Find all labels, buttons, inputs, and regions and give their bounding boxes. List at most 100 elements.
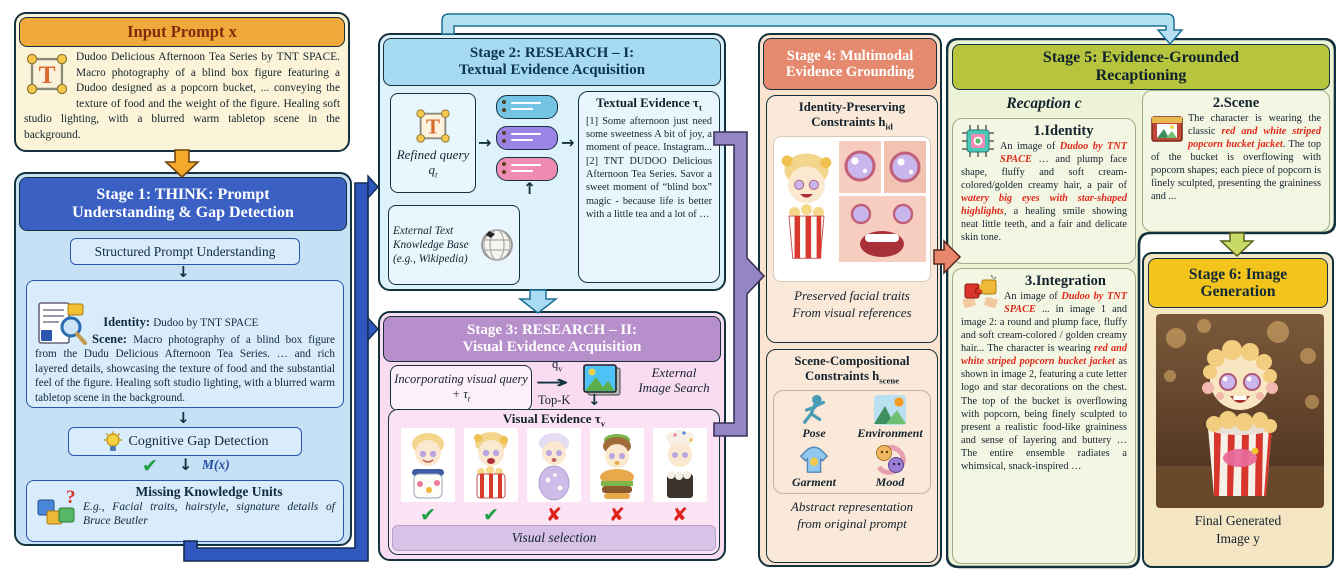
- stage6-panel: Stage 6: Image Generation Fi: [1142, 252, 1334, 568]
- svg-text:T: T: [426, 114, 440, 138]
- knowledge-base-box: External Text Knowledge Base (e.g., Wiki…: [388, 205, 520, 285]
- missing-knowledge-body: E.g., Facial traits, hairstyle, signatur…: [83, 500, 335, 528]
- identity-constraints-box: Identity-Preserving Constraints hid: [766, 95, 938, 343]
- stage5-title: Stage 5: Evidence-Grounded Recaptioning: [1042, 49, 1240, 84]
- stage2-panel: Stage 2: RESEARCH – I: Textual Evidence …: [378, 33, 726, 291]
- stage5-panel: Stage 5: Evidence-Grounded Recaptioning …: [946, 38, 1336, 569]
- mx-label: M(x): [202, 457, 230, 472]
- environment-item: Environment: [852, 394, 928, 441]
- svg-text:T: T: [39, 61, 56, 89]
- arrowhead-into-stage2: [367, 174, 379, 200]
- final-generated-image: [1156, 314, 1324, 508]
- mood-icon: [876, 444, 906, 475]
- stage2-title: Stage 2: RESEARCH – I: Textual Evidence …: [458, 45, 646, 78]
- recaption-scene-title: 2.Scene: [1212, 95, 1260, 111]
- image-search-icon: [583, 364, 621, 396]
- identity-constraints-title: Identity-Preserving Constraints hid: [798, 100, 906, 132]
- knowledge-base-label: External Text Knowledge Base (e.g., Wiki…: [393, 224, 469, 266]
- recaption-integration-body: An image of Dudoo by TNT SPACE ... in im…: [961, 291, 1128, 472]
- visual-evidence-box: Visual Evidence τv: [388, 409, 720, 555]
- eye-closeup-image: [884, 140, 926, 193]
- arrowhead-into-stage3: [367, 316, 379, 342]
- stage3-header: Stage 3: RESEARCH – II: Visual Evidence …: [383, 316, 721, 362]
- stage4-header: Stage 4: Multimodal Evidence Grounding: [763, 38, 937, 90]
- arrow-down-icon: ↓: [588, 391, 601, 409]
- stage3-title: Stage 3: RESEARCH – II: Visual Evidence …: [462, 322, 642, 355]
- missing-knowledge-box: ? Missing Knowledge Units E.g., Facial t…: [26, 480, 344, 542]
- input-prompt-title: Input Prompt x: [127, 21, 237, 41]
- scene-constraints-box: Scene-Compositional Constraints hscene P…: [766, 349, 938, 563]
- check-icon: ✔: [142, 455, 158, 477]
- arrow-down-icon: ↓: [177, 409, 190, 427]
- visual-evidence-title: Visual Evidence τv: [502, 411, 606, 429]
- cognitive-gap-detection-box: Cognitive Gap Detection: [68, 427, 302, 456]
- text-prompt-icon: T: [416, 109, 450, 143]
- structured-prompt-understanding-box: Structured Prompt Understanding: [70, 238, 300, 265]
- identity-constraints-caption: Preserved facial traits From visual refe…: [792, 287, 912, 320]
- arrow-right-icon: →: [535, 373, 570, 393]
- topk-label: Top-K: [538, 393, 571, 407]
- prompt-understanding-result-box: Identity: Dudoo by TNT SPACE Scene: Macr…: [26, 280, 344, 408]
- mood-item: Mood: [852, 443, 928, 490]
- recaption-label: Recaption c: [1006, 95, 1082, 112]
- qv-label: qv: [552, 357, 563, 374]
- stacked-documents-icon: [496, 95, 558, 181]
- figure-in-burger: [590, 428, 644, 502]
- arrow-down-icon: ↓: [177, 263, 190, 281]
- stage4-title: Stage 4: Multimodal Evidence Grounding: [785, 47, 915, 80]
- recaption-integration-title: 3.Integration: [1025, 273, 1106, 289]
- pose-icon: [802, 394, 826, 424]
- scene-constraints-caption: Abstract representation from original pr…: [790, 498, 914, 531]
- refined-query-box: T Refined query qt: [390, 93, 476, 193]
- stage6-title: Stage 6: Image Generation: [1188, 265, 1288, 300]
- text-prompt-icon: T: [26, 53, 68, 95]
- visual-selection-marks: ✔ ✔ ✘ ✘ ✘: [389, 504, 719, 526]
- garment-item: Garment: [776, 443, 852, 490]
- figure-with-popcorn-bucket: [464, 428, 518, 502]
- stage1-title: Stage 1: THINK: Prompt Understanding & G…: [72, 186, 294, 221]
- input-prompt-panel: Input Prompt x T Dudoo Delicious Afterno…: [14, 12, 350, 152]
- smile-closeup-image: [839, 195, 926, 262]
- refined-query-label: Refined query qt: [396, 146, 470, 180]
- pose-item: Pose: [776, 394, 852, 441]
- puzzle-question-icon: ?: [37, 487, 76, 525]
- arrow-right-icon: →: [561, 133, 575, 152]
- eye-closeup-image: [839, 140, 881, 193]
- selection-mark-icon: ✘: [546, 504, 562, 526]
- stage4-panel: Stage 4: Multimodal Evidence Grounding I…: [758, 33, 942, 567]
- stage5-header: Stage 5: Evidence-Grounded Recaptioning: [952, 44, 1330, 90]
- recaption-identity-box: 1.Identity An image of Dudoo by TNT SPAC…: [952, 118, 1136, 264]
- recaption-identity-body: An image of Dudoo by TNT SPACE … and plu…: [961, 141, 1127, 244]
- selection-mark-icon: ✔: [483, 504, 499, 526]
- garment-icon: [799, 446, 829, 473]
- stage1-panel: Stage 1: THINK: Prompt Understanding & G…: [14, 172, 352, 546]
- stage6-caption: Final Generated Image y: [1194, 513, 1282, 546]
- textual-evidence-title: Textual Evidence τt: [596, 96, 702, 113]
- selection-mark-icon: ✔: [420, 504, 436, 526]
- puzzle-hands-icon: [962, 274, 998, 308]
- visual-evidence-thumbnails: [389, 428, 719, 502]
- recaption-integration-box: 3.Integration An image of Dudoo by TNT S…: [952, 268, 1136, 564]
- lightbulb-icon: [103, 431, 122, 451]
- stage6-header: Stage 6: Image Generation: [1148, 258, 1328, 308]
- arrow-down-icon: ↓: [179, 455, 193, 474]
- selection-mark-icon: ✘: [672, 504, 688, 526]
- figure-with-cream-cake: [653, 428, 707, 502]
- arrow-right-icon: →: [478, 133, 492, 152]
- scene-frame-icon: [1151, 116, 1183, 142]
- textual-evidence-box: Textual Evidence τt [1] Some afternoon j…: [578, 91, 720, 283]
- identity-reference-panel: [773, 135, 931, 282]
- figure-in-flower-cup: [401, 428, 455, 502]
- textual-evidence-body: [1] Some afternoon just need some sweetn…: [586, 115, 712, 221]
- scene-constraints-title: Scene-Compositional Constraints hscene: [794, 354, 910, 386]
- chip-icon: [962, 125, 994, 157]
- visual-selection-bar: Visual selection: [392, 525, 716, 551]
- environment-icon: [874, 394, 906, 425]
- wikipedia-globe-icon: [481, 229, 513, 261]
- external-image-search-label: External Image Search: [638, 365, 710, 396]
- input-prompt-header: Input Prompt x: [19, 17, 345, 47]
- missing-knowledge-title: Missing Knowledge Units: [135, 484, 283, 499]
- selection-mark-icon: ✘: [609, 504, 625, 526]
- input-prompt-body: T Dudoo Delicious Afternoon Tea Series b…: [24, 51, 340, 141]
- svg-text:?: ?: [66, 487, 76, 508]
